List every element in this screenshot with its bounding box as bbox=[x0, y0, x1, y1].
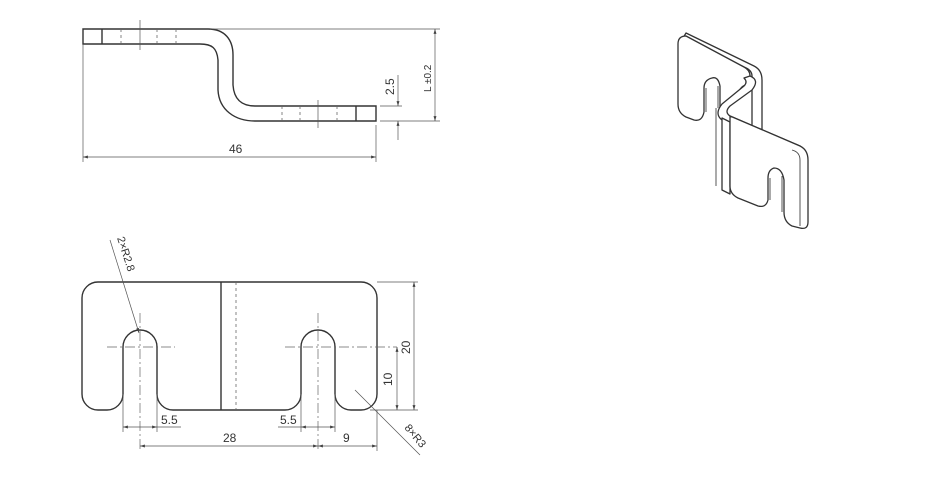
height-dimension-label: L ±0.2 bbox=[423, 64, 434, 92]
length-dimension-label: 46 bbox=[229, 142, 243, 156]
edge-offset-label: 9 bbox=[343, 431, 350, 445]
front-view: 20 10 5.5 5.5 28 9 2×R2.8 8×R3 bbox=[81, 235, 428, 456]
thickness-dimension-label: 2.5 bbox=[383, 78, 397, 95]
front-outline bbox=[81, 281, 378, 411]
isometric-view bbox=[677, 32, 809, 230]
side-profile bbox=[82, 28, 377, 122]
slot-radius-label: 2×R2.8 bbox=[114, 235, 136, 273]
slot-width-left-label: 5.5 bbox=[161, 413, 178, 427]
side-view: 46 L ±0.2 2.5 bbox=[82, 20, 440, 162]
slot-spacing-label: 28 bbox=[223, 431, 237, 445]
corner-radius-label: 8×R3 bbox=[402, 422, 428, 450]
slot-width-right-label: 5.5 bbox=[280, 413, 297, 427]
slot-depth-dimension-label: 10 bbox=[381, 372, 395, 386]
height-dimension-label: 20 bbox=[399, 340, 413, 354]
